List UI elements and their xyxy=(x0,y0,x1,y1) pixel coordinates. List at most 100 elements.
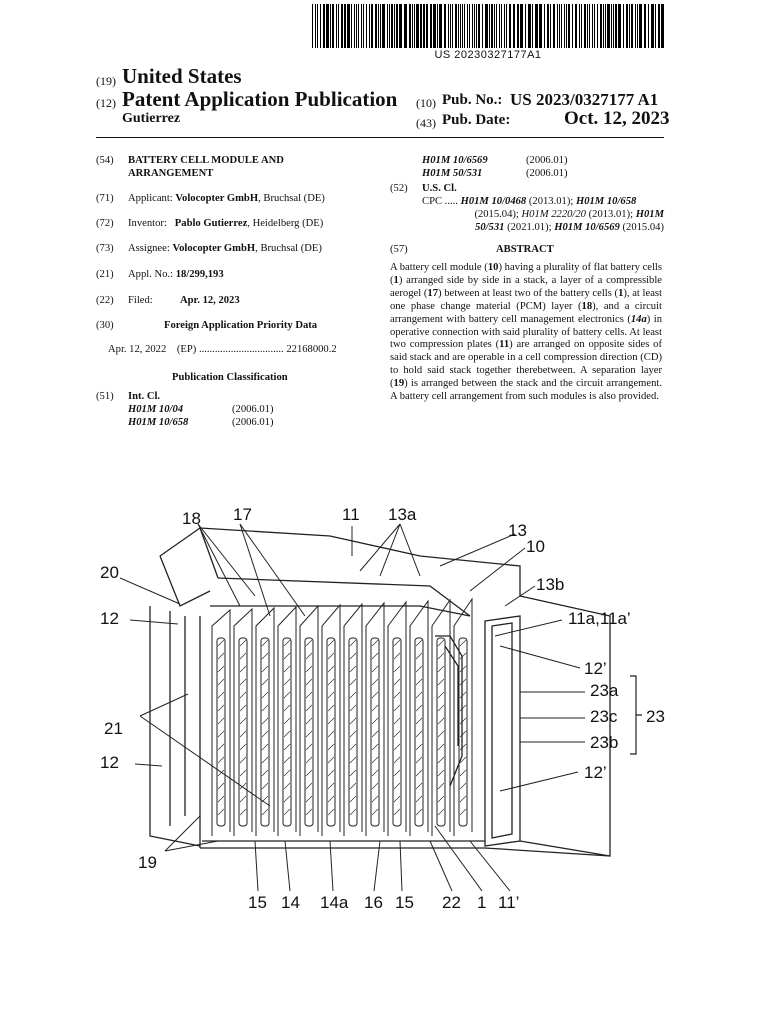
barcode-bar xyxy=(426,4,428,48)
cell-hatch xyxy=(393,730,401,738)
cell-hatch xyxy=(261,730,269,738)
barcode-bar xyxy=(433,4,436,48)
label-19: 19 xyxy=(138,853,157,872)
cell-hatch xyxy=(415,665,423,673)
barcode-bar xyxy=(499,4,500,48)
cell-hatch xyxy=(239,691,247,699)
barcode-bar xyxy=(482,4,483,48)
code-10: (10) xyxy=(416,96,436,110)
barcode-bar xyxy=(369,4,370,48)
battery-cell xyxy=(255,606,275,836)
inventor-label: Inventor: xyxy=(128,218,167,229)
cell-hatch xyxy=(393,795,401,803)
pub-no: US 2023/0327177 A1 xyxy=(510,90,659,109)
barcode-bar xyxy=(613,4,614,48)
cell-hatch xyxy=(459,756,467,764)
barcode-bar xyxy=(341,4,343,48)
cpc-code: H01M 10/658 xyxy=(575,196,637,207)
code-22: (22) xyxy=(96,295,114,306)
label-10: 10 xyxy=(526,537,545,556)
cell-hatch xyxy=(437,743,445,751)
cell-hatch xyxy=(349,782,357,790)
cell-hatch xyxy=(239,652,247,660)
cell-hatch xyxy=(305,808,313,816)
cell-hatch xyxy=(459,652,467,660)
barcode-bar xyxy=(496,4,497,48)
barcode-bar xyxy=(532,4,533,48)
cell-hatch xyxy=(305,717,313,725)
cell-hatch xyxy=(239,717,247,725)
cell-hatch xyxy=(371,678,379,686)
cell-hatch xyxy=(415,730,423,738)
barcode-bar xyxy=(387,4,388,48)
barcode-bar xyxy=(506,4,507,48)
barcode-bar xyxy=(564,4,565,48)
cell-hatch xyxy=(283,704,291,712)
label-23b: 23b xyxy=(590,733,618,752)
barcode-bar xyxy=(375,4,377,48)
cell-hatch xyxy=(239,795,247,803)
cell-hatch xyxy=(217,808,225,816)
cell-core xyxy=(326,637,336,827)
code-52: (52) xyxy=(390,183,408,194)
cell-hatch xyxy=(459,743,467,751)
intcl-code: H01M 50/531 xyxy=(422,168,483,179)
barcode-bar xyxy=(312,4,313,48)
label-15: 15 xyxy=(395,893,414,912)
appl-number: 18/299,193 xyxy=(175,269,224,280)
label-14: 14 xyxy=(281,893,300,912)
cell-hatch xyxy=(437,678,445,686)
assignee-location: , Bruchsal (DE) xyxy=(255,243,322,254)
code-12: (12) xyxy=(96,96,116,110)
cell-hatch xyxy=(217,782,225,790)
cell-hatch xyxy=(305,756,313,764)
battery-cell xyxy=(387,600,407,836)
cell-hatch xyxy=(371,665,379,673)
label-12-prime: 12’ xyxy=(584,659,607,678)
barcode-bar xyxy=(361,4,362,48)
barcode-bar xyxy=(658,4,660,48)
cell-hatch xyxy=(305,769,313,777)
barcode-bar xyxy=(396,4,398,48)
cpc-code: H01M 2220/20 xyxy=(521,209,586,220)
cell-hatch xyxy=(393,678,401,686)
label-14a: 14a xyxy=(320,893,349,912)
barcode-bar xyxy=(504,4,505,48)
cell-hatch xyxy=(327,639,335,647)
cell-hatch xyxy=(371,704,379,712)
cell-hatch xyxy=(283,691,291,699)
inventor-short: Gutierrez xyxy=(122,111,181,126)
cell-hatch xyxy=(239,782,247,790)
inventor-field: Inventor: Pablo Gutierrez, Heidelberg (D… xyxy=(128,217,323,230)
abstract-title: ABSTRACT xyxy=(496,244,554,255)
barcode-bar xyxy=(491,4,493,48)
cell-hatch xyxy=(393,691,401,699)
cell-hatch xyxy=(459,678,467,686)
cell-hatch xyxy=(371,808,379,816)
cell-hatch xyxy=(349,743,357,751)
appl-label: Appl. No.: xyxy=(128,269,174,280)
cell-hatch xyxy=(217,652,225,660)
barcode-bar xyxy=(356,4,357,48)
cell-hatch xyxy=(415,808,423,816)
barcode-bar xyxy=(592,4,593,48)
cell-hatch xyxy=(371,691,379,699)
barcode-bar xyxy=(354,4,355,48)
barcode-bar xyxy=(476,4,477,48)
cell-hatch xyxy=(437,782,445,790)
barcode-bar xyxy=(380,4,381,48)
barcode-bar xyxy=(404,4,407,48)
code-71: (71) xyxy=(96,193,114,204)
cell-hatch xyxy=(261,665,269,673)
code-54: (54) xyxy=(96,155,114,166)
barcode-bar xyxy=(330,4,331,48)
cell-hatch xyxy=(393,782,401,790)
barcode-bar xyxy=(347,4,350,48)
cell-hatch xyxy=(371,795,379,803)
barcode-bar xyxy=(559,4,560,48)
barcode-bar xyxy=(474,4,475,48)
cell-hatch xyxy=(283,678,291,686)
cpc-code: H01M xyxy=(635,209,664,220)
battery-cell xyxy=(409,599,429,836)
cell-hatch xyxy=(437,808,445,816)
